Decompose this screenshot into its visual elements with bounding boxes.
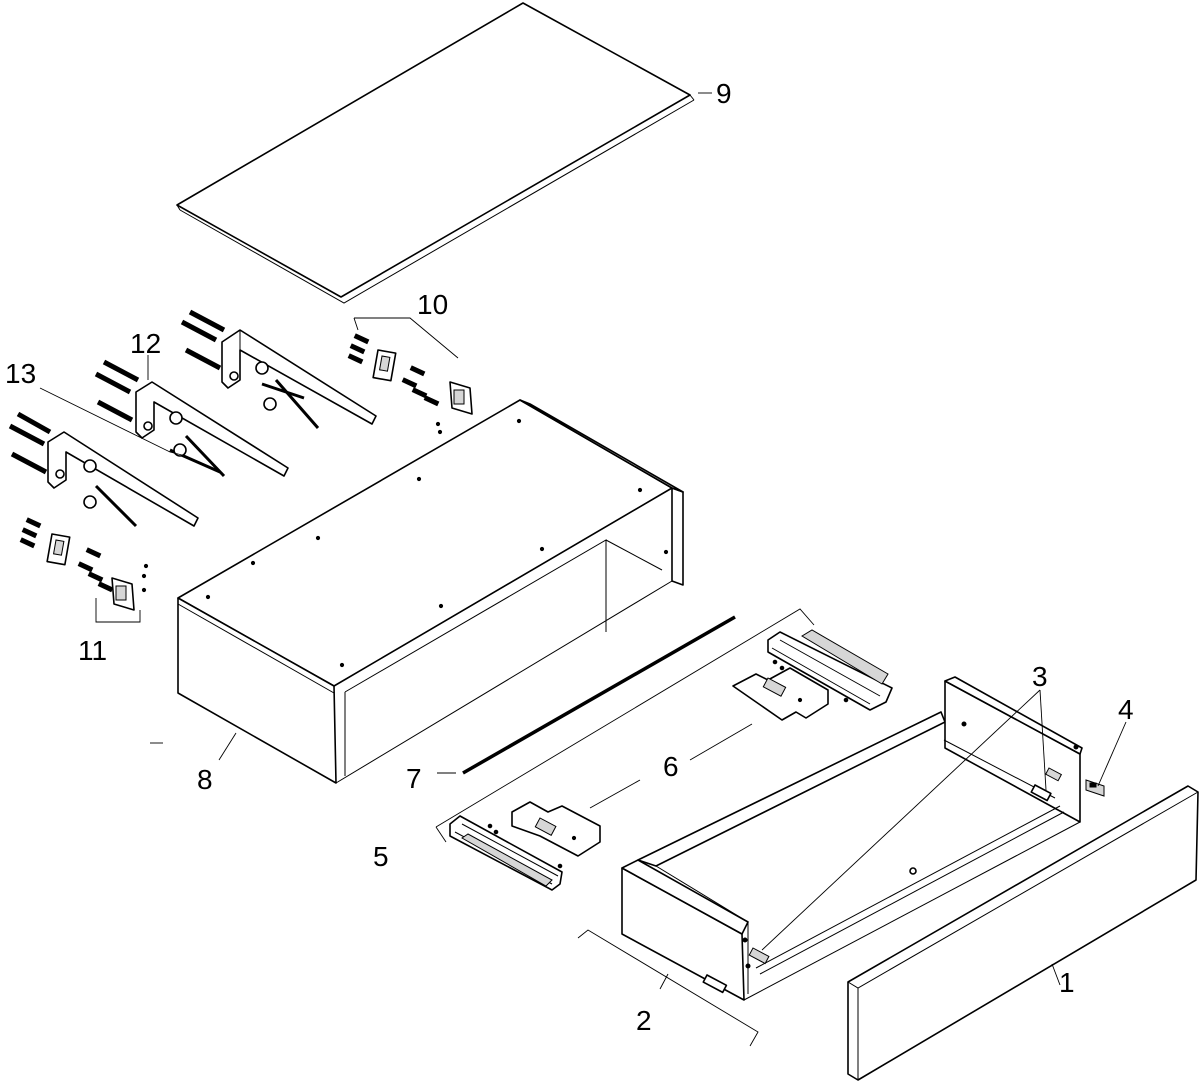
drawer-box-part	[621, 676, 1083, 1001]
clip-part	[1085, 779, 1105, 797]
fixing-bolts	[8, 309, 320, 528]
callout-4: 4	[1118, 694, 1134, 725]
cabinet-body-part	[177, 399, 684, 784]
wall-bracket-upper	[221, 329, 377, 425]
leader-lines	[39, 92, 1127, 1047]
callout-13: 13	[5, 358, 36, 389]
edge-strip-part	[462, 615, 736, 775]
callout-10: 10	[417, 289, 448, 320]
wall-bracket-lower	[47, 431, 199, 527]
callout-5: 5	[373, 841, 389, 872]
runner-front-part	[449, 815, 563, 891]
callout-1: 1	[1059, 967, 1075, 998]
locking-plate-rear-part	[732, 667, 829, 721]
wall-bracket-middle	[135, 381, 289, 477]
drawer-front-part	[847, 785, 1199, 1081]
callout-labels: 1 2 3 4 5 6 7 8 9 10 11 12 13	[5, 78, 1134, 1036]
callout-3: 3	[1032, 661, 1048, 692]
callout-6: 6	[663, 751, 679, 782]
hanging-fitting-set-upper	[347, 333, 473, 435]
top-panel-part	[176, 2, 695, 304]
callout-12: 12	[130, 328, 161, 359]
callout-7: 7	[406, 763, 422, 794]
runner-rear-part	[767, 629, 893, 711]
hanging-fitting-set-lower	[19, 517, 149, 611]
callout-8: 8	[197, 764, 213, 795]
callout-2: 2	[636, 1005, 652, 1036]
locking-plate-front-part	[511, 801, 601, 857]
callout-11: 11	[78, 635, 107, 666]
callout-9: 9	[716, 78, 732, 109]
